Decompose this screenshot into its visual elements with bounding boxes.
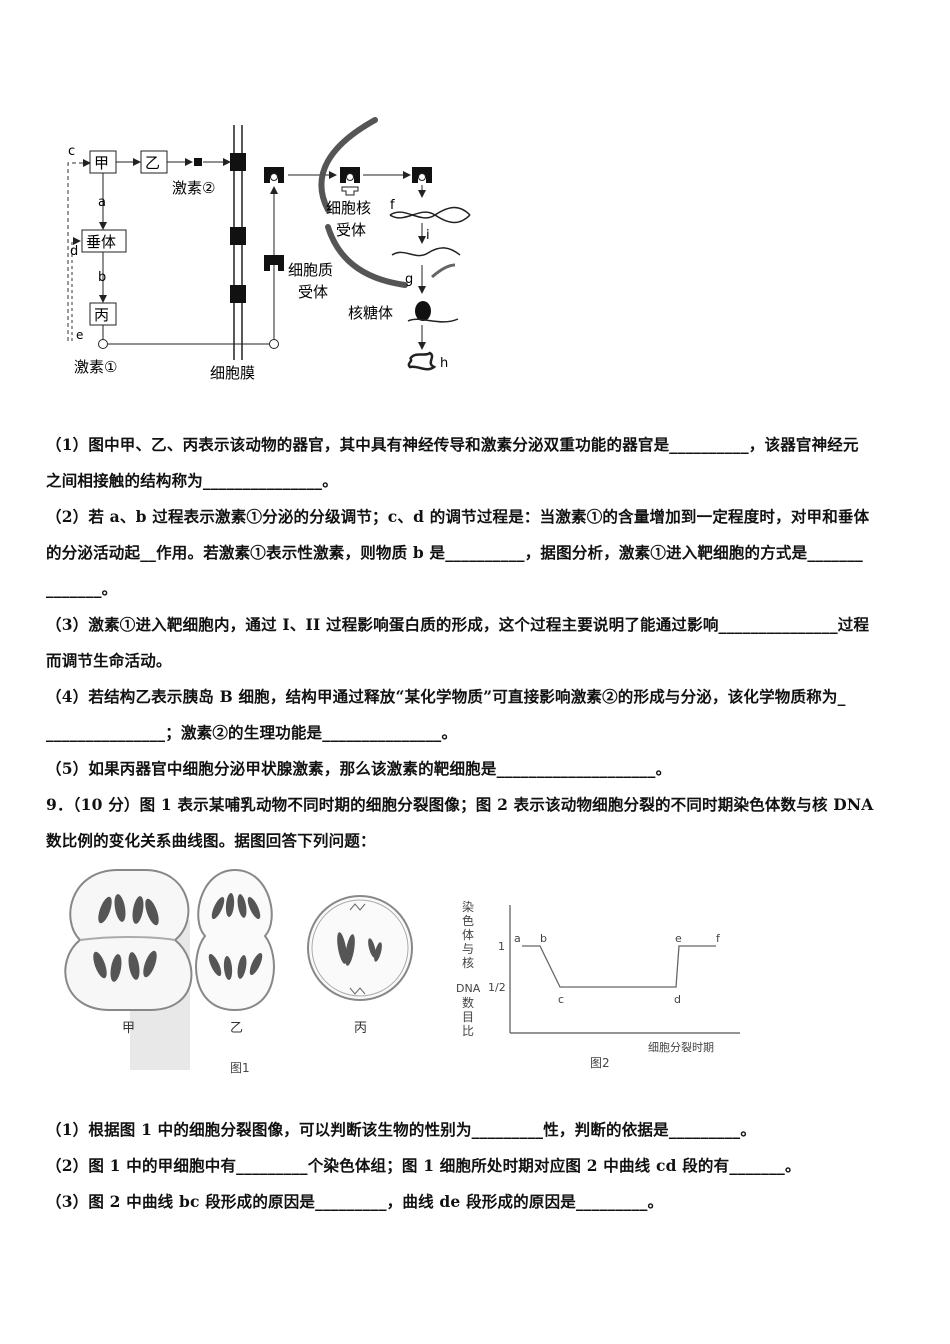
label-hormone2: 激素②: [172, 179, 215, 197]
hormone-regulation-diagram: c 甲 乙 激素② a 垂体 d b 丙 e 激素① 细胞膜 细胞质 受体: [67, 117, 471, 382]
label-bing: 丙: [94, 306, 109, 324]
caption-fig2: 图2: [590, 1056, 610, 1070]
hormone1-particle-in-cell: [269, 339, 279, 349]
cell-jia: [64, 869, 193, 1011]
cell-yi: [195, 868, 275, 1012]
label-cell-bing: 丙: [354, 1021, 367, 1036]
ylabel-char: 核: [462, 956, 474, 970]
point-labels: a b c d e f: [514, 932, 721, 1006]
point-label-d: d: [674, 993, 681, 1006]
ylabel-char: 体: [462, 928, 474, 942]
point-label-c: c: [558, 993, 564, 1006]
ytick-half: 1/2: [488, 981, 506, 994]
label-i: i: [426, 228, 430, 243]
label-nuclear-receptor-2: 受体: [336, 221, 366, 239]
hormone2-particle: [194, 158, 202, 166]
label-c: c: [68, 144, 75, 159]
mrna-strand: [391, 247, 461, 257]
question-9-parts: （1）根据图 1 中的细胞分裂图像，可以判断该生物的性别为_________性，…: [46, 1112, 908, 1220]
label-jia: 甲: [94, 154, 109, 172]
cell-division-images: 甲 乙 丙 图1: [64, 868, 413, 1075]
point-label-e: e: [675, 932, 682, 945]
label-cell-jia: 甲: [122, 1021, 135, 1036]
q8-part4-line2: _______________；激素②的生理功能是_______________…: [46, 723, 458, 742]
nuclear-envelope: [318, 117, 378, 213]
ylabel-char: 色: [462, 914, 474, 928]
q8-part4-line1: （4）若结构乙表示胰岛 B 细胞，结构甲通过释放“某化学物质”可直接影响激素②的…: [46, 687, 846, 706]
label-yi: 乙: [145, 154, 160, 172]
q8-part1-line2: 之间相接触的结构称为_______________。: [46, 471, 338, 490]
ylabel-char: 与: [462, 942, 474, 956]
label-cytoplasm-receptor-2: 受体: [298, 283, 328, 301]
q8-part5-line1: （5）如果丙器官中细胞分泌甲状腺激素，那么该激素的靶细胞是___________…: [46, 759, 672, 778]
label-membrane: 细胞膜: [210, 364, 255, 382]
label-g: g: [405, 272, 413, 287]
q9-part1: （1）根据图 1 中的细胞分裂图像，可以判断该生物的性别为_________性，…: [46, 1120, 757, 1139]
q8-part3-line2: 而调节生命活动。: [46, 651, 172, 670]
ribosome-shape: [415, 301, 431, 321]
q8-part1-line1: （1）图中甲、乙、丙表示该动物的器官，其中具有神经传导和激素分泌双重功能的器官是…: [46, 435, 859, 454]
cytoplasm-receptor: [264, 255, 284, 271]
question-9-stem: 9．（10 分）图 1 表示某哺乳动物不同时期的细胞分裂图像；图 2 表示该动物…: [46, 787, 908, 859]
label-nuclear-receptor-1: 细胞核: [326, 199, 371, 217]
label-d: d: [70, 244, 78, 259]
label-f: f: [390, 198, 395, 213]
ylabel-char: 目: [462, 1010, 474, 1024]
protein-h: [407, 351, 437, 371]
q8-part2-line1: （2）若 a、b 过程表示激素①分泌的分级调节；c、d 的调节过程是：当激素①的…: [46, 507, 870, 526]
caption-fig1: 图1: [230, 1061, 250, 1075]
label-hormone1: 激素①: [74, 358, 117, 376]
membrane-protein: [230, 285, 246, 303]
ylabel-char: DNA: [456, 982, 481, 995]
pituitary-box: [81, 229, 127, 253]
label-b: b: [98, 270, 106, 285]
q8-part2-line2: 的分泌活动起__作用。若激素①表示性激素，则物质 b 是__________，据…: [46, 543, 863, 562]
q9-stem-line1: 9．（10 分）图 1 表示某哺乳动物不同时期的细胞分裂图像；图 2 表示该动物…: [46, 795, 874, 814]
ytick-1: 1: [498, 940, 505, 953]
label-e: e: [76, 328, 83, 342]
q9-part2: （2）图 1 中的甲细胞中有_________个染色体组；图 1 细胞所处时期对…: [46, 1156, 801, 1175]
q8-part2-line3: _______。: [46, 579, 118, 598]
hormone1-particle: [98, 339, 108, 349]
question-8: （1）图中甲、乙、丙表示该动物的器官，其中具有神经传导和激素分泌双重功能的器官是…: [46, 427, 908, 787]
label-h: h: [440, 356, 448, 371]
point-label-a: a: [514, 932, 521, 945]
series-line: [522, 945, 716, 988]
ylabel-char: 染: [462, 899, 474, 914]
xlabel: 细胞分裂时期: [648, 1041, 714, 1054]
q8-part3-line1: （3）激素①进入靶细胞内，通过 I、II 过程影响蛋白质的形成，这个过程主要说明…: [46, 615, 870, 634]
nuclear-envelope: [325, 224, 408, 288]
label-cell-yi: 乙: [230, 1021, 243, 1036]
label-ribosome: 核糖体: [348, 304, 393, 322]
point-label-f: f: [716, 932, 721, 945]
q9-stem-line2: 数比例的变化关系曲线图。据图回答下列问题：: [46, 831, 376, 850]
label-cytoplasm-receptor-1: 细胞质: [288, 261, 333, 279]
point-label-b: b: [540, 932, 547, 945]
q9-part3: （3）图 2 中曲线 bc 段形成的原因是_________，曲线 de 段形成…: [46, 1192, 664, 1211]
ylabel-char: 比: [462, 1024, 474, 1038]
cell-bing: [307, 895, 413, 1001]
label-a: a: [98, 195, 106, 210]
membrane-protein: [230, 227, 246, 245]
membrane-receptor: [230, 153, 246, 171]
ylabel-char: 数: [462, 995, 474, 1010]
label-chuiti: 垂体: [86, 233, 116, 251]
